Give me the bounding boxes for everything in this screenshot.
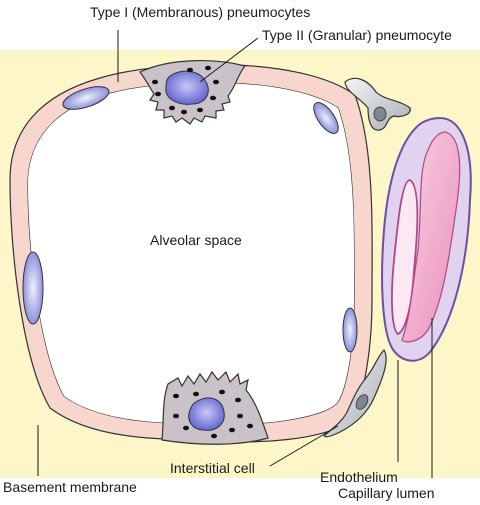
interstitial-leader [269,425,339,467]
capillary-lumen [401,131,461,343]
basement-label: Basement membrane [3,479,137,495]
alveolar-space-label: Alveolar space [150,232,242,248]
capillary-lumen-label: Capillary lumen [338,485,434,501]
type1-label: Type I (Membranous) pneumocytes [90,4,310,20]
type2-pneumocyte-top [139,60,247,125]
type2-pneumocyte-bottom [161,370,269,445]
capillary [381,116,472,362]
type2-leader [199,37,259,83]
alveolar-space [28,82,355,425]
interstitial-cell-top [344,77,411,131]
endothelium-label: Endothelium [320,469,398,485]
type2-label: Type II (Granular) pneumocyte [262,27,452,43]
type1-nucleus [342,307,358,353]
type2-nucleus [165,70,209,105]
type2-nucleus [188,397,225,431]
type1-nucleus [313,102,339,134]
interstitial-cell [323,349,387,438]
type1-nucleus [62,86,110,110]
interstitial-label: Interstitial cell [170,460,255,476]
endothelium-nucleus [391,179,419,336]
type1-nucleus [22,251,44,325]
